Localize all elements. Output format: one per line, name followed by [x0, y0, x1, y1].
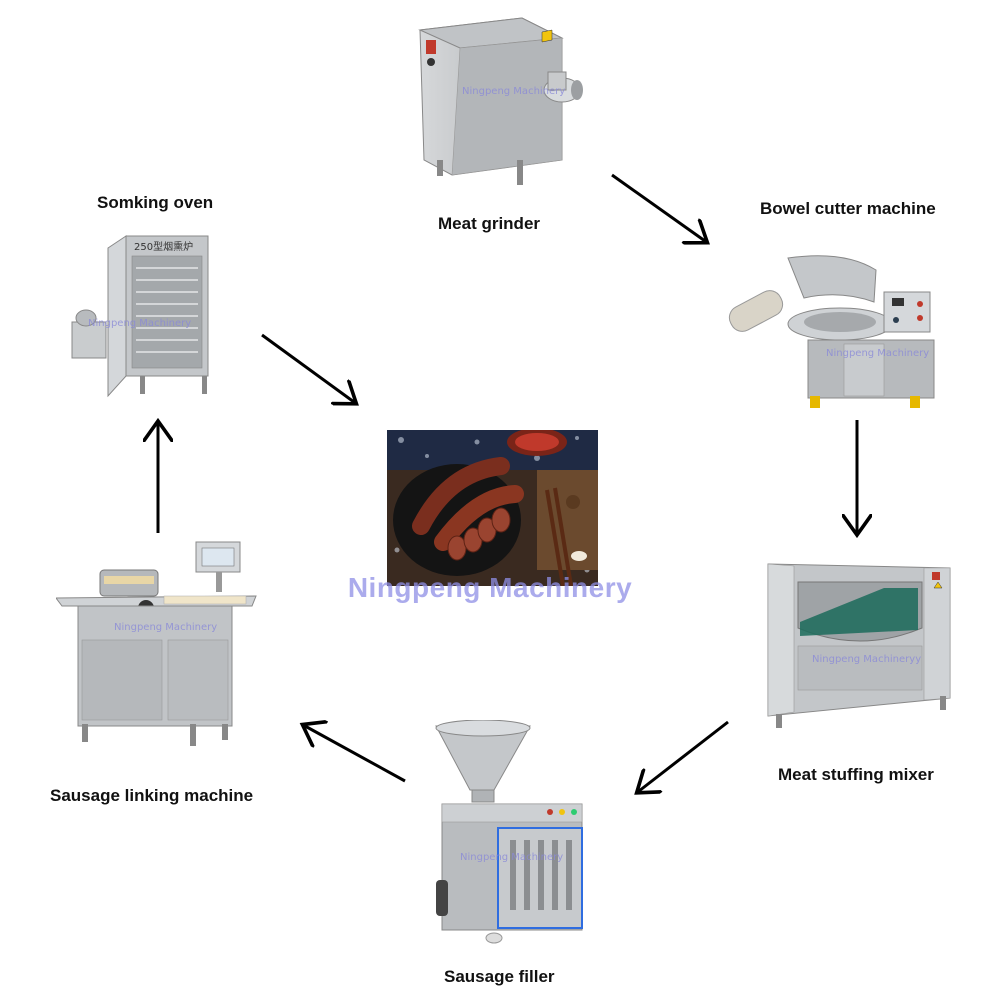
- sausage-linking-machine-label: Sausage linking machine: [50, 786, 254, 805]
- meat-grinder-image: Ningpeng Machinery: [412, 10, 592, 190]
- arrow-filler-to-linking: [305, 726, 406, 783]
- arrow-oven-to-product: [261, 333, 354, 402]
- svg-text:Ningpeng Machinery: Ningpeng Machinery: [88, 318, 191, 329]
- oven-plate-text: 250型烟熏炉: [134, 240, 193, 253]
- svg-text:Ningpeng Machinery: Ningpeng Machinery: [826, 348, 929, 359]
- meat-stuffing-mixer-image: Ningpeng Machineryy: [764, 558, 956, 730]
- sausage-linking-machine-image: Ningpeng Machinery: [55, 540, 260, 750]
- center-watermark: Ningpeng Machinery: [347, 572, 633, 603]
- sausage-filler-label: Sausage filler: [444, 967, 555, 986]
- bowel-cutter-label: Bowel cutter machine: [760, 199, 936, 218]
- meat-grinder-label: Meat grinder: [438, 214, 541, 233]
- meat-stuffing-mixer-label: Meat stuffing mixer: [778, 765, 934, 784]
- svg-text:Ningpeng Machinery: Ningpeng Machinery: [462, 86, 565, 97]
- bowel-cutter-image: Ningpeng Machinery: [724, 240, 940, 412]
- arrow-mixer-to-filler: [639, 720, 729, 791]
- smoking-oven-label: Somking oven: [97, 193, 214, 212]
- smoking-oven-image: 250型烟熏炉 Ningpeng Machinery: [68, 222, 218, 404]
- arrow-grinder-to-cutter: [611, 173, 705, 241]
- sausage-filler-image: Ningpeng Machinery: [430, 719, 596, 945]
- sausage-product-photo: [387, 428, 598, 587]
- svg-text:Ningpeng Machinery: Ningpeng Machinery: [460, 852, 563, 863]
- svg-text:Ningpeng Machineryy: Ningpeng Machineryy: [812, 654, 921, 665]
- svg-text:Ningpeng Machinery: Ningpeng Machinery: [114, 622, 217, 633]
